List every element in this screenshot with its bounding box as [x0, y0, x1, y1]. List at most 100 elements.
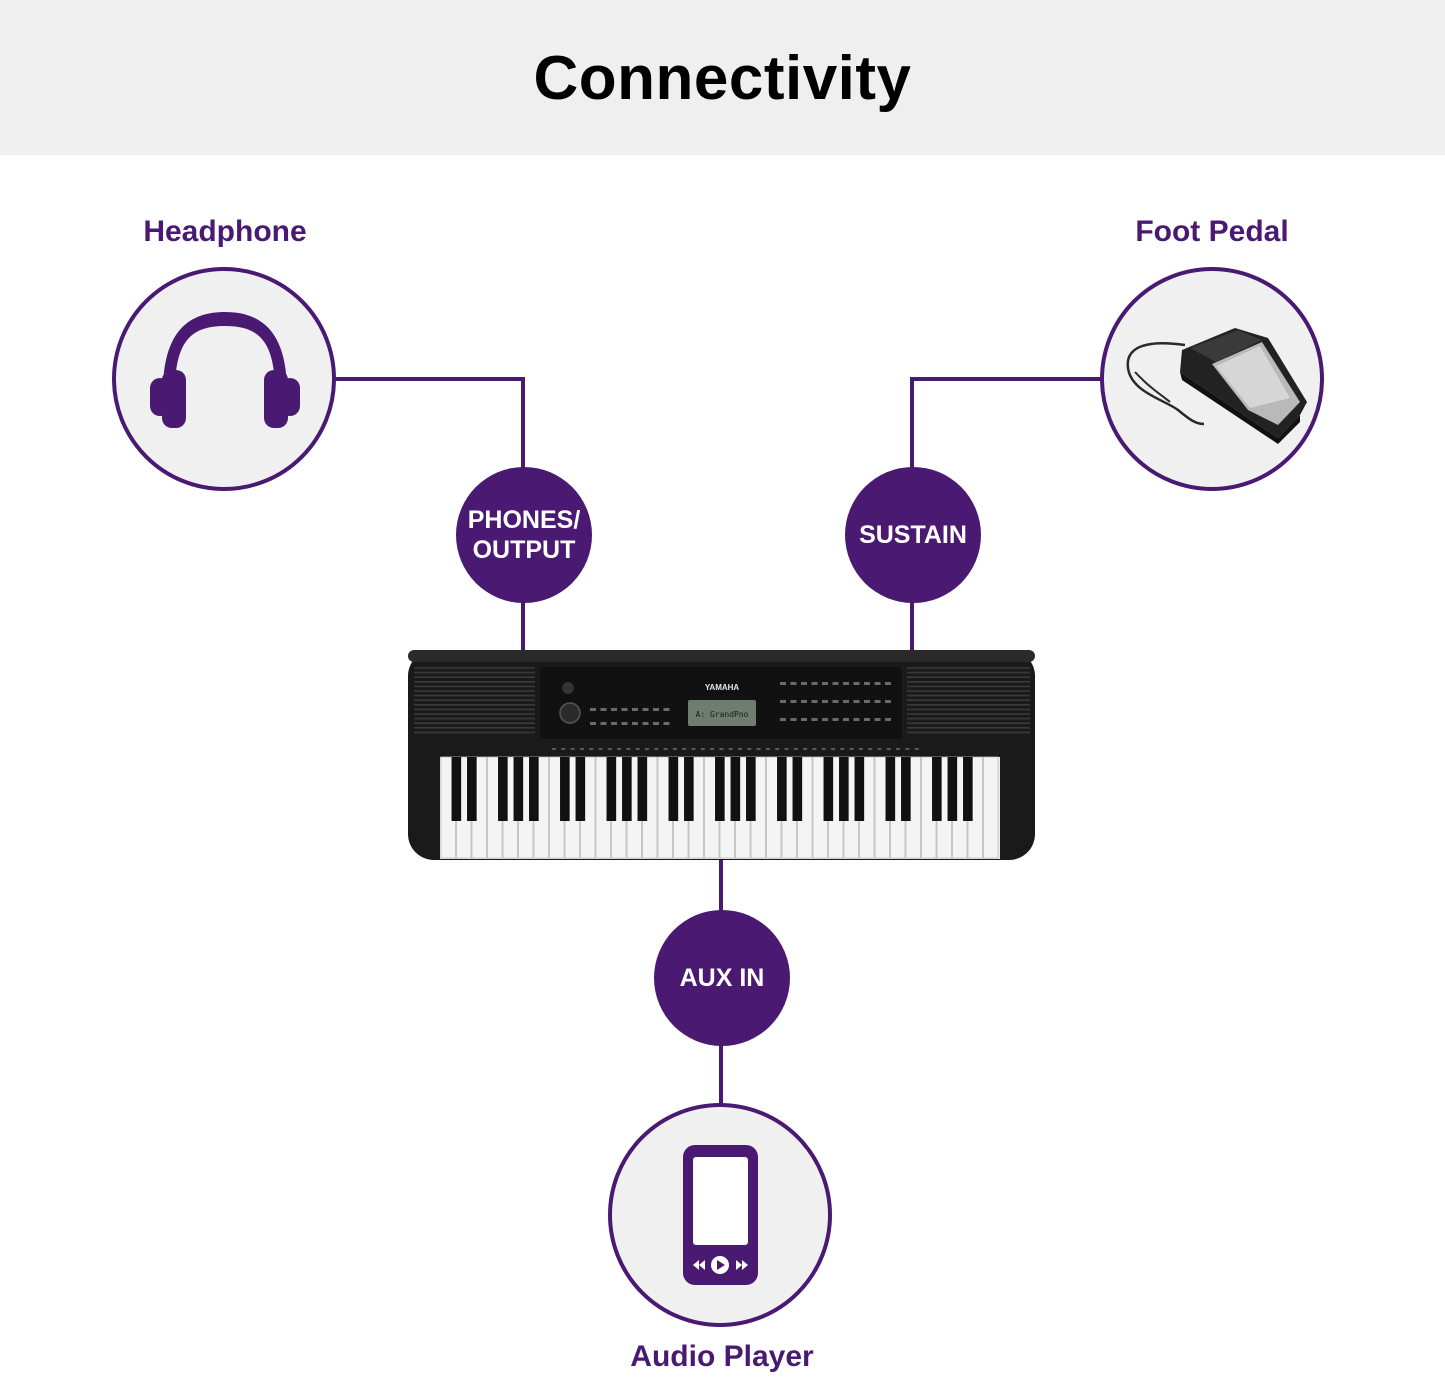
black-key: [668, 757, 679, 821]
panel-button: [811, 718, 818, 721]
key-marker: [672, 748, 677, 750]
pedal-connector-line: [910, 377, 1103, 470]
panel-button: [600, 708, 607, 711]
key-marker: [803, 748, 808, 750]
panel-button: [801, 718, 807, 721]
panel-button: [621, 708, 628, 711]
black-key: [901, 757, 911, 821]
key-marker: [663, 748, 668, 750]
key-marker: [710, 748, 715, 750]
headphone-icon: [150, 312, 300, 428]
lcd-display: [688, 700, 756, 726]
key-marker: [552, 748, 556, 750]
key-marker: [886, 748, 891, 750]
foot-pedal-label: Foot Pedal: [1135, 215, 1289, 248]
key-marker: [691, 748, 696, 750]
panel-buttons: [552, 682, 919, 750]
panel-button: [864, 700, 870, 703]
key-marker: [914, 748, 919, 750]
key-marker: [654, 748, 659, 750]
foot-pedal-circle: [1100, 267, 1324, 491]
black-key: [575, 757, 586, 821]
key-marker: [765, 748, 770, 750]
headphone-connector-line: [335, 377, 525, 470]
panel-button: [611, 722, 617, 725]
panel-button: [811, 700, 818, 703]
key-marker: [579, 748, 584, 750]
panel-button: [790, 718, 797, 721]
panel-button: [780, 700, 786, 703]
black-key: [746, 757, 756, 821]
black-key: [823, 757, 834, 821]
key-marker: [700, 748, 705, 750]
brand-logo: YAMAHA: [705, 683, 740, 692]
key-marker: [719, 748, 724, 750]
black-keys: [451, 757, 973, 821]
key-marker: [868, 748, 873, 750]
audio-player-icon: [683, 1145, 758, 1285]
phones-output-line1: PHONES/: [467, 506, 581, 534]
lcd-text: A: GrandPno: [696, 710, 749, 719]
black-key: [529, 757, 539, 821]
key-marker: [896, 748, 901, 750]
sustain-port-label: SUSTAIN: [859, 521, 967, 549]
panel-button: [621, 722, 628, 725]
black-key: [730, 757, 741, 821]
black-key: [792, 757, 803, 821]
black-key: [684, 757, 694, 821]
audio-player-circle: [608, 1103, 832, 1327]
panel-button: [780, 682, 786, 685]
black-key: [715, 757, 725, 821]
panel-button: [632, 708, 638, 711]
headphone-label: Headphone: [143, 215, 307, 248]
panel-button: [853, 682, 860, 685]
black-key: [839, 757, 849, 821]
panel-button: [853, 700, 860, 703]
panel-button: [864, 682, 870, 685]
key-marker: [607, 748, 612, 750]
black-key: [854, 757, 865, 821]
black-key: [932, 757, 942, 821]
key-marker: [812, 748, 817, 750]
panel-button: [822, 682, 828, 685]
black-key: [637, 757, 648, 821]
aux-in-port: AUX IN: [654, 910, 790, 1046]
key-marker: [793, 748, 798, 750]
headphone-circle: [112, 267, 336, 491]
key-marker: [598, 748, 603, 750]
key-marker: [570, 748, 575, 750]
key-marker: [617, 748, 622, 750]
key-marker: [626, 748, 631, 750]
key-marker: [645, 748, 649, 750]
aux-in-port-label: AUX IN: [679, 964, 765, 992]
key-marker: [775, 748, 780, 750]
panel-button: [874, 700, 881, 703]
black-key: [606, 757, 617, 821]
panel-button: [832, 718, 839, 721]
key-marker: [840, 748, 845, 750]
black-key: [963, 757, 973, 821]
panel-button: [663, 708, 670, 711]
panel-button: [843, 682, 849, 685]
panel-button: [811, 682, 818, 685]
key-marker: [849, 748, 854, 750]
key-marker: [858, 748, 863, 750]
panel-button: [822, 718, 828, 721]
white-key: [983, 756, 999, 859]
key-marker: [682, 748, 687, 750]
panel-button: [600, 722, 607, 725]
panel-button: [885, 682, 891, 685]
panel-button: [885, 700, 891, 703]
right-speaker-grill: [907, 667, 1030, 734]
panel-button: [864, 718, 870, 721]
key-marker: [831, 748, 835, 750]
black-key: [560, 757, 570, 821]
black-key: [622, 757, 632, 821]
left-speaker-grill: [414, 667, 535, 734]
panel-button: [874, 682, 881, 685]
panel-button: [590, 722, 596, 725]
panel-button: [632, 722, 638, 725]
phones-output-line2: OUTPUT: [472, 536, 576, 564]
foot-pedal-image: [1126, 328, 1307, 444]
black-key: [451, 757, 462, 821]
